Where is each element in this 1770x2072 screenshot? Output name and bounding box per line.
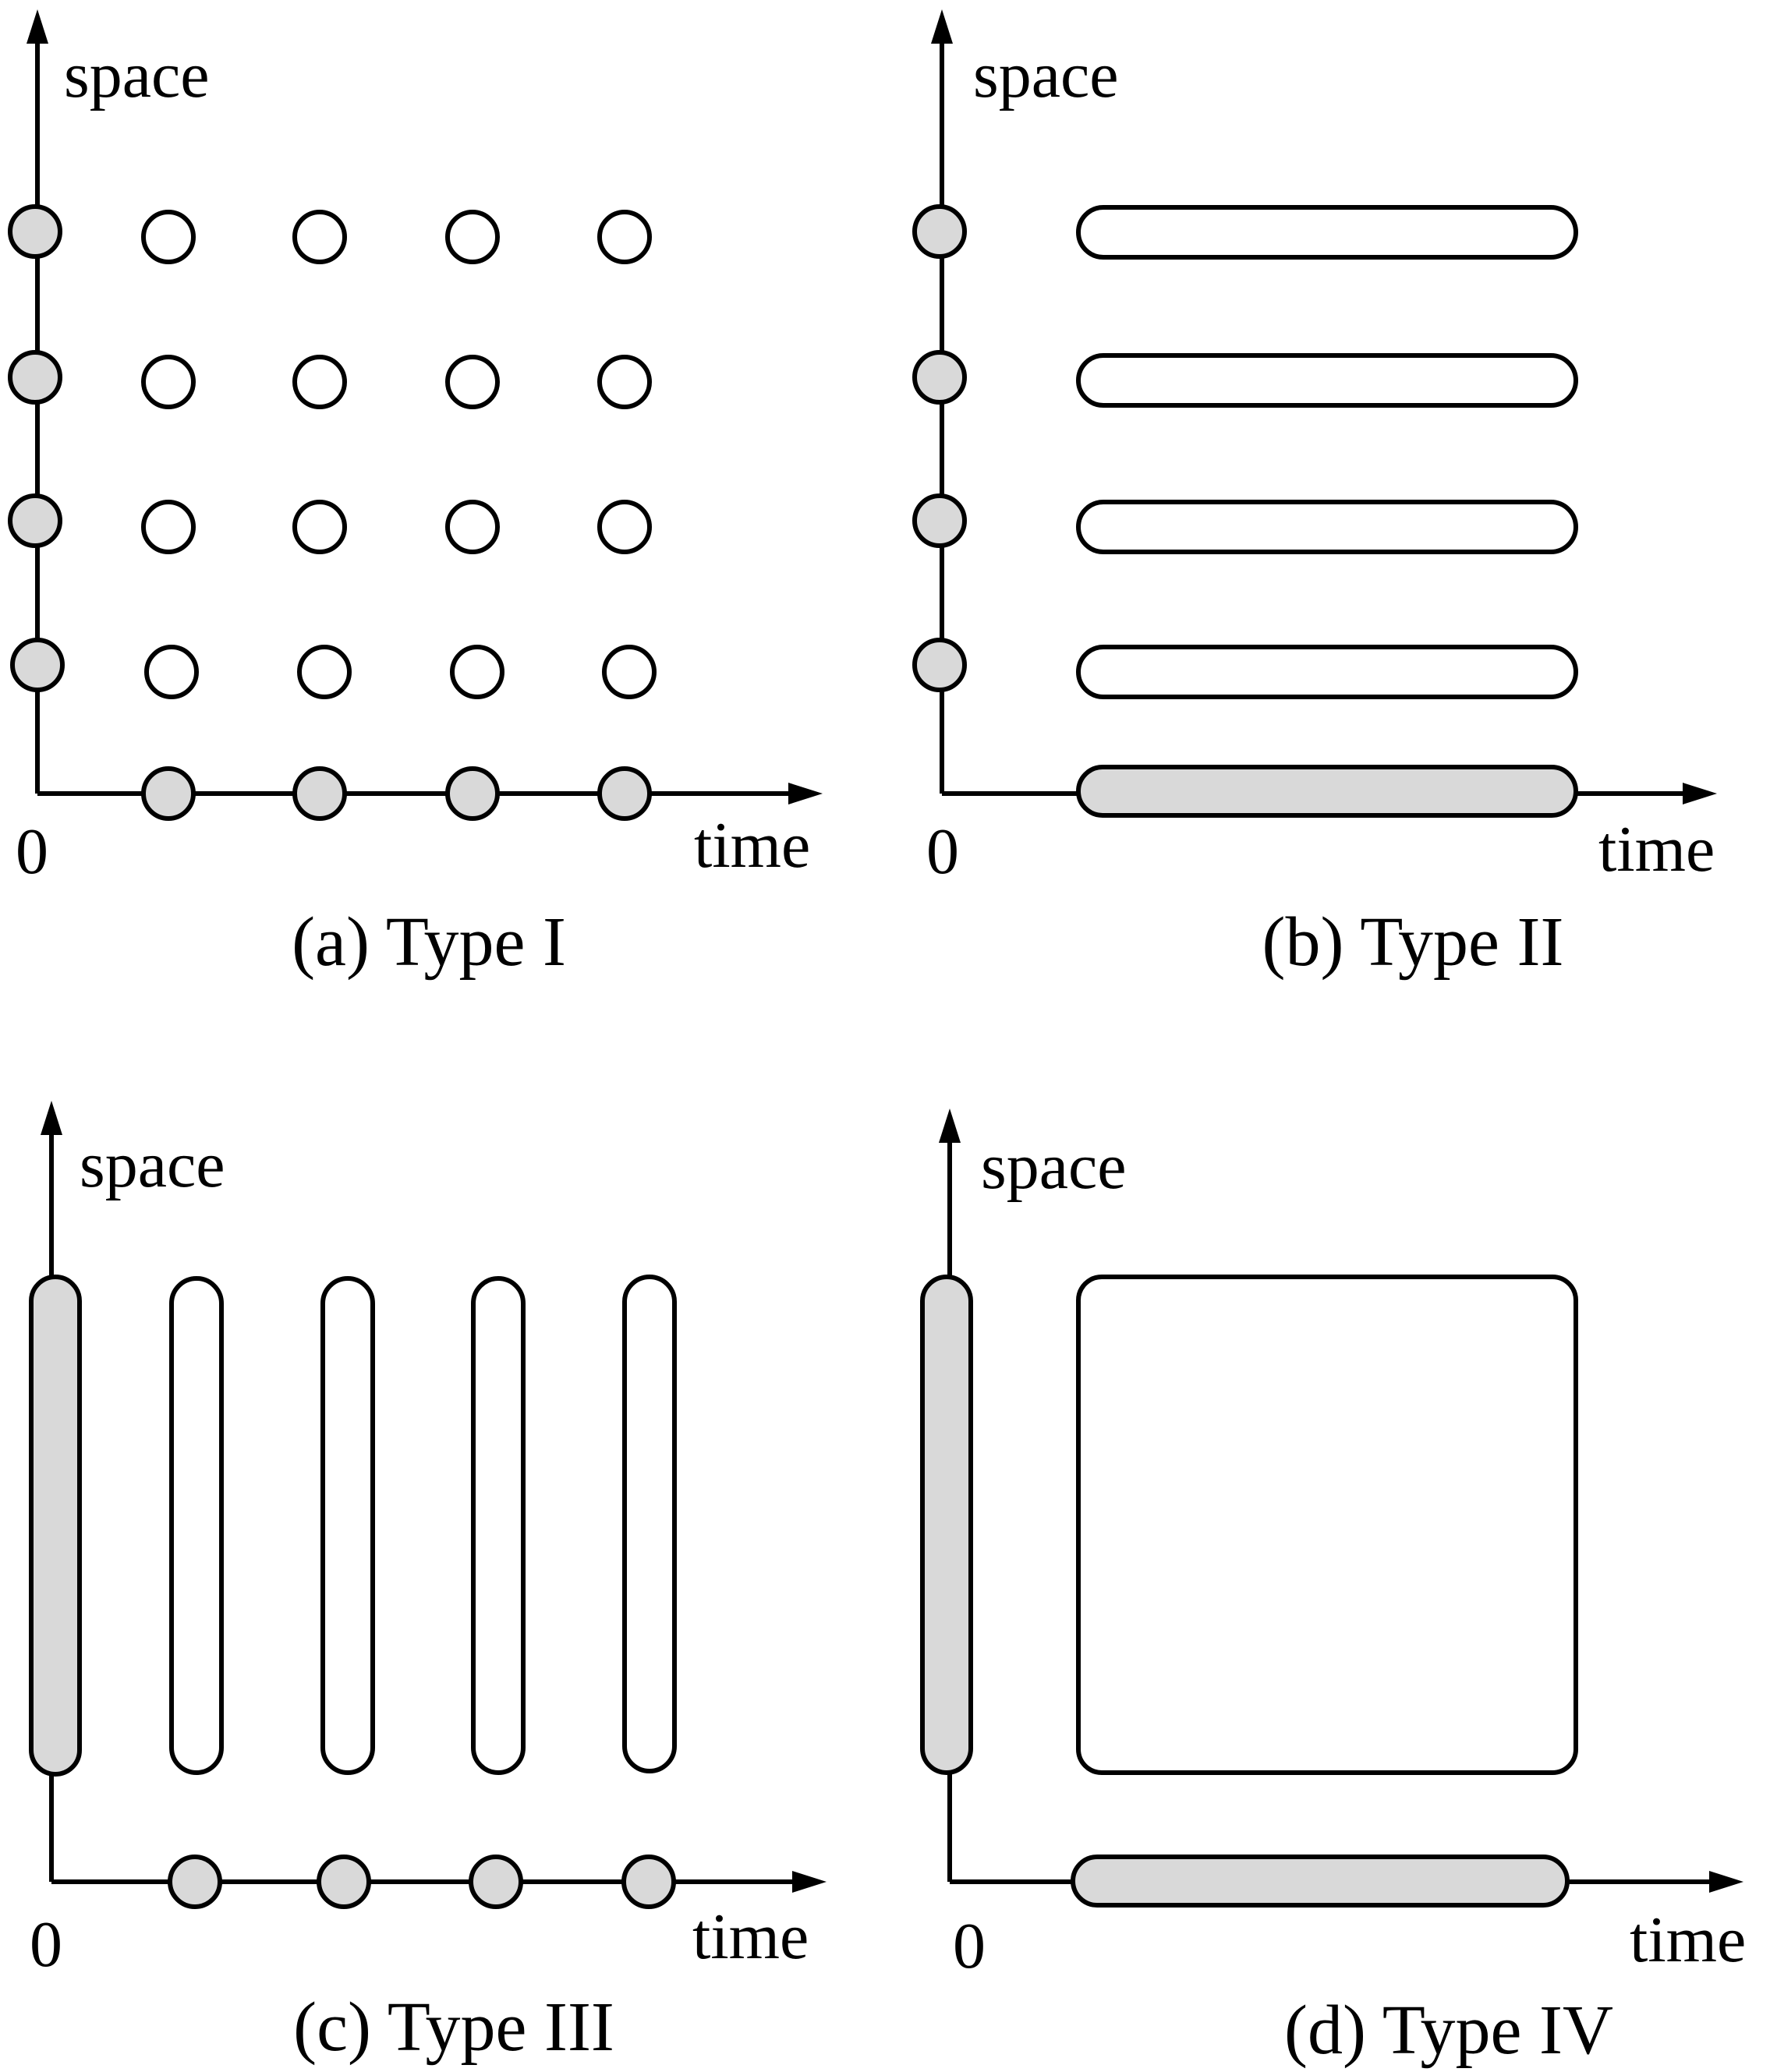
hollow-vertical-bar [320,1276,375,1775]
time-sample-circle [317,1855,371,1909]
hollow-circle [297,645,352,699]
hollow-circle [597,500,652,554]
hollow-vertical-bar [622,1275,677,1773]
space-axis-arrowhead [27,9,48,44]
time-sample-circle [141,766,196,821]
space-marks-filled [8,204,65,692]
space-bar-filled [920,1275,973,1775]
time-sample-circle [292,766,347,821]
hollow-vertical-bar [471,1276,526,1775]
space-sample-circle [912,204,967,259]
time-sample-circle [445,766,500,821]
space-sample-circle [10,638,65,692]
hollow-circle [292,210,347,264]
hollow-horizontal-bar [1076,500,1578,554]
panel-type-i: space time 0 (a) Type I [8,9,823,981]
space-marks-filled [912,204,967,692]
origin-label: 0 [30,1908,62,1981]
time-sample-circle [469,1855,523,1909]
space-sample-circle [912,350,967,405]
hollow-horizontal-bar [1076,353,1578,408]
space-axis-arrowhead [939,1108,961,1143]
hollow-circle [141,500,196,554]
hollow-horizontal-bar [1076,645,1578,699]
space-sample-circle [8,493,62,548]
time-axis-label: time [1630,1904,1746,1976]
time-sample-circle [621,1855,676,1909]
time-marks-filled [141,766,652,821]
hollow-circle [445,500,500,554]
panel-type-iv: space time 0 (d) Type IV [920,1108,1746,2069]
time-axis-arrowhead [788,783,823,804]
time-marks-filled [168,1855,676,1909]
origin-label: 0 [953,1910,986,1982]
space-sample-circle [912,638,967,692]
panel-caption: (a) Type I [292,903,566,981]
space-sample-circle [8,204,62,259]
hollow-horizontal-bar [1076,205,1578,260]
space-bar-filled [29,1275,82,1777]
time-bar-filled [1071,1855,1570,1908]
hollow-circle [445,210,500,264]
time-bar-filled [1076,765,1578,818]
panel-caption: (b) Type II [1262,903,1564,981]
panel-caption: (c) Type III [293,1989,614,2066]
space-sample-circle [8,350,62,405]
time-sample-circle [168,1855,222,1909]
hollow-vertical-bar [169,1276,224,1775]
hollow-circle [602,645,657,699]
space-axis-label: space [973,39,1119,111]
interior-hollow-vertical-bars [169,1275,677,1775]
interior-hollow-circles [141,210,657,699]
origin-label: 0 [926,815,959,888]
hollow-circle [141,355,196,409]
origin-label: 0 [16,815,48,888]
space-axis-label: space [981,1130,1127,1203]
hollow-circle [144,645,199,699]
time-axis-label: time [692,1901,809,1973]
space-axis-arrowhead [931,9,953,44]
hollow-circle [292,500,347,554]
hollow-circle [597,355,652,409]
time-axis-arrowhead [1683,783,1717,804]
time-axis-arrowhead [1709,1871,1743,1893]
time-axis-arrowhead [792,1871,827,1893]
hollow-circle [597,210,652,264]
panel-type-iii: space time 0 (c) Type III [29,1101,827,2066]
hollow-circle [450,645,504,699]
time-sample-circle [597,766,652,821]
hollow-circle [292,355,347,409]
space-axis-label: space [80,1129,225,1201]
time-axis-label: time [1598,813,1715,886]
interior-hollow-horizontal-bars [1076,205,1578,699]
time-axis-label: time [694,809,810,882]
panel-caption: (d) Type IV [1284,1992,1613,2069]
space-sample-circle [912,493,967,548]
hollow-circle [445,355,500,409]
space-axis-arrowhead [41,1101,62,1135]
interior-hollow-square [1076,1275,1578,1775]
panel-type-ii: space time 0 (b) Type II [912,9,1717,981]
hollow-circle [141,210,196,264]
space-axis-label: space [64,39,210,111]
